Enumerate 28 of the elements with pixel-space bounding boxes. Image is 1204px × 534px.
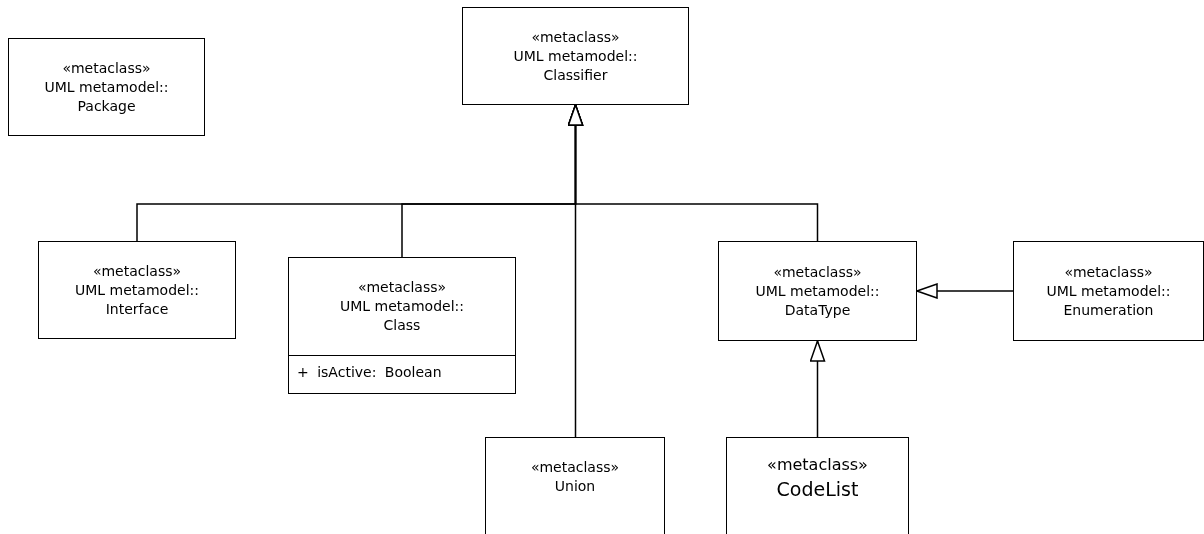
stereotype-label: «metaclass» [62, 58, 151, 78]
class-box [8, 38, 205, 136]
attribute-text: + isActive: Boolean [297, 364, 442, 380]
stereotype-label: «metaclass» [357, 278, 447, 297]
stereotype-label: «metaclass» [530, 457, 620, 477]
class-box [726, 437, 909, 534]
class-box [288, 257, 516, 394]
generalization-arrow [916, 283, 1014, 299]
class-name: UML metamodel:: Class [339, 297, 465, 335]
class-name: UML metamodel:: DataType [754, 281, 881, 320]
stereotype-label: «metaclass» [92, 261, 182, 281]
class-name: UML metamodel:: Enumeration [1045, 281, 1172, 320]
stereotype-label: «metaclass» [531, 27, 620, 47]
class-box [1013, 241, 1204, 341]
class-name: Union [554, 476, 596, 496]
stereotype-label: «metaclass» [767, 453, 868, 476]
stereotype-label: «metaclass» [773, 262, 862, 282]
class-name: UML metamodel:: Package [43, 77, 170, 116]
class-name: CodeList [776, 476, 859, 501]
class-name: UML metamodel:: Classifier [512, 46, 639, 85]
class-box [718, 241, 917, 341]
generalization-arrow [567, 104, 584, 438]
class-box [38, 241, 236, 339]
class-name: UML metamodel:: Interface [74, 280, 200, 319]
generalization-arrow [809, 340, 826, 438]
class-box [485, 437, 665, 534]
class-box [462, 7, 689, 105]
stereotype-label: «metaclass» [1064, 262, 1153, 282]
